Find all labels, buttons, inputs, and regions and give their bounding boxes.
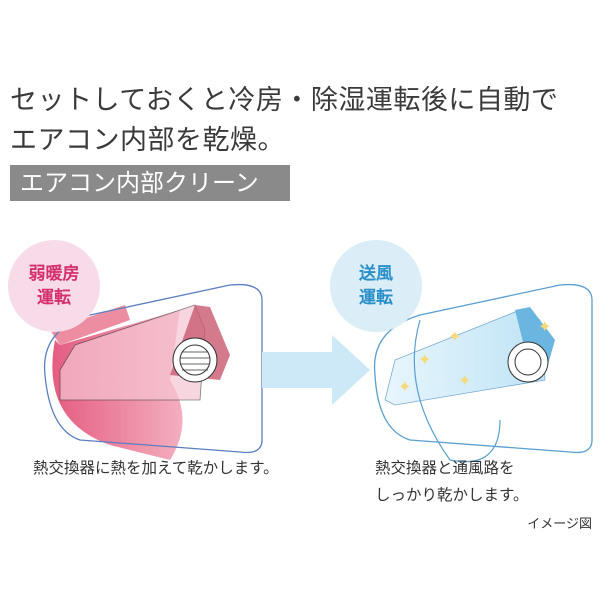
fan-aircon-illustration: ✦ ✦ ✦ ✦ ✦	[373, 283, 593, 463]
badge-line-2: 運転	[37, 288, 71, 308]
badge-line-2: 運転	[359, 288, 393, 308]
left-caption: 熱交換器に熱を加えて乾かします。	[33, 459, 279, 477]
right-caption-line-1: 熱交換器と通風路を	[375, 459, 515, 477]
weak-heating-badge: 弱暖房 運転	[8, 240, 100, 332]
badge-line-1: 送風	[359, 264, 393, 284]
heating-aircon-illustration	[43, 283, 263, 460]
arrow-right-icon	[262, 335, 370, 405]
image-note: イメージ図	[527, 517, 592, 532]
feature-banner: エアコン内部クリーン	[10, 165, 290, 201]
svg-text:✦: ✦	[538, 317, 551, 336]
headline-line-1: セットしておくと冷房・除湿運転後に自動で	[10, 85, 559, 116]
svg-text:✦: ✦	[458, 371, 471, 390]
right-caption-line-2: しっかり乾かします。	[375, 486, 529, 504]
badge-line-1: 弱暖房	[28, 264, 80, 284]
svg-text:✦: ✦	[418, 350, 431, 369]
headline-line-2: エアコン内部を乾燥。	[10, 125, 285, 156]
svg-text:✦: ✦	[398, 377, 411, 396]
svg-text:✦: ✦	[448, 327, 461, 346]
fan-mode-badge: 送風 運転	[330, 240, 422, 332]
